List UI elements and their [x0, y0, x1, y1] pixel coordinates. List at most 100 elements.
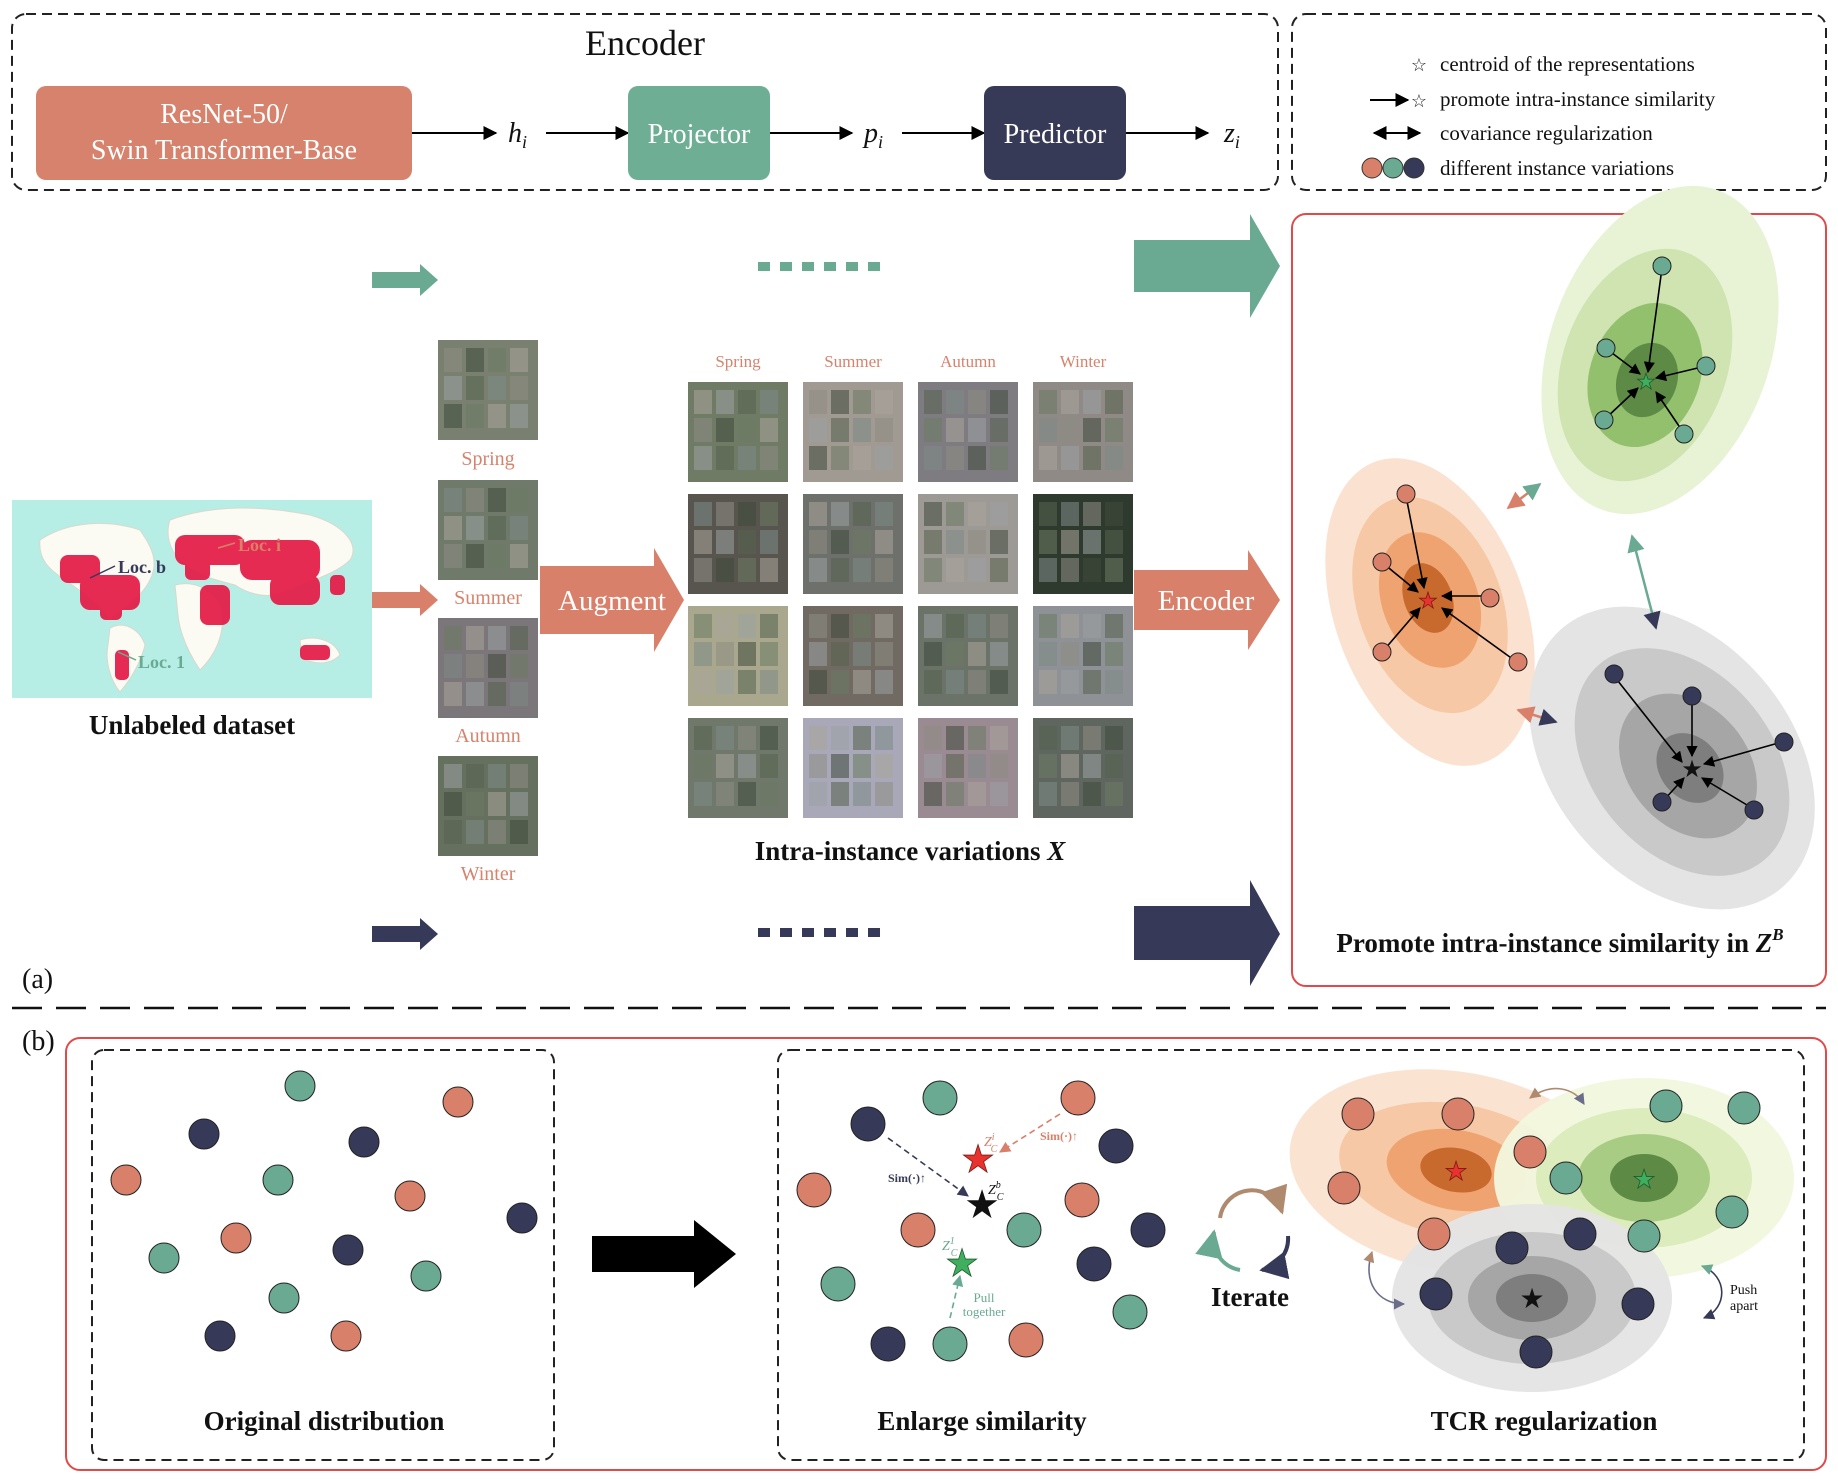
instance-dot	[1341, 1097, 1375, 1131]
variation-tile-r4-c3	[918, 718, 1018, 818]
instance-dot	[1513, 1135, 1547, 1169]
variation-tile-r2-c3	[918, 494, 1018, 594]
backbone-line1: ResNet-50/	[160, 99, 288, 130]
legend-dot-teal	[1382, 157, 1404, 179]
iterate-label: Iterate	[1211, 1282, 1289, 1312]
navy-ellipsis	[758, 928, 880, 937]
instance-dot	[1006, 1212, 1042, 1248]
map-label-loc-1: Loc. 1	[138, 652, 185, 672]
instance-dot	[932, 1326, 968, 1362]
variation-tile-r3-c4	[1033, 606, 1133, 706]
grid-caption: Intra-instance variations X	[755, 836, 1067, 866]
tcr-arrow-top	[1529, 1087, 1585, 1105]
navy-big-arrow	[1134, 880, 1280, 986]
instance-dot	[410, 1260, 442, 1292]
pull-label-line2: together	[963, 1304, 1006, 1319]
h-label: hi	[508, 118, 527, 152]
season-thumbnail-winter	[438, 756, 538, 856]
instance-dot	[870, 1326, 906, 1362]
instance-dot	[1417, 1217, 1451, 1251]
tcr-cluster-navy: ★	[1392, 1204, 1672, 1392]
encoder-arrow-label: Encoder	[1158, 585, 1255, 617]
instance-dot	[1112, 1294, 1148, 1330]
variation-tile-r2-c2	[803, 494, 903, 594]
variation-tile-r1-c2	[803, 382, 903, 482]
centroid-star-icon-orange: ★	[1418, 588, 1438, 613]
instance-dot	[1008, 1322, 1044, 1358]
variation-tile-r1-c3	[918, 382, 1018, 482]
instance-dot	[284, 1070, 316, 1102]
instance-dot	[1519, 1335, 1553, 1369]
transition-arrow	[592, 1220, 736, 1288]
instance-dot	[348, 1126, 380, 1158]
iterate-cycle-icon	[1195, 1183, 1291, 1280]
instance-dot	[1495, 1231, 1529, 1265]
pull-arrow-teal	[949, 1274, 964, 1319]
panel-b-label: (b)	[22, 1026, 55, 1057]
variation-tile-r3-c1	[688, 606, 788, 706]
variation-tile-r2-c1	[688, 494, 788, 594]
legend-panel: ☆ centroid of the representations ☆ prom…	[1291, 13, 1827, 191]
tcr-caption: TCR regularization	[1431, 1406, 1658, 1436]
instance-dot	[850, 1106, 886, 1142]
tcr-star-icon-orange: ★	[1444, 1157, 1467, 1186]
result-panel	[1291, 213, 1827, 987]
instance-dot	[188, 1118, 220, 1150]
dataset-caption: Unlabeled dataset	[89, 710, 295, 740]
instance-dot	[220, 1222, 252, 1254]
predictor-label: Predictor	[1004, 119, 1107, 150]
season-label-spring: Spring	[461, 448, 514, 470]
original-box	[91, 1049, 555, 1461]
instance-dot	[332, 1234, 364, 1266]
grid-header-spring: Spring	[715, 352, 761, 371]
encoder-panel: Encoder ResNet-50/ Swin Transformer-Base…	[11, 13, 1279, 191]
panel-a-label: (a)	[22, 964, 53, 995]
augment-arrow: Augment	[540, 548, 684, 652]
encoder-arrow: Encoder	[1134, 550, 1280, 650]
original-caption: Original distribution	[204, 1406, 445, 1436]
cluster-orange: ★	[1325, 458, 1535, 766]
instance-dot	[148, 1242, 180, 1274]
cov-arrow-orange-navy	[1516, 706, 1558, 726]
pull-label-line1: Pull	[974, 1290, 995, 1305]
season-thumbnail-spring	[438, 340, 538, 440]
legend-item-centroid: centroid of the representations	[1440, 52, 1695, 76]
cluster-navy: ★	[1529, 606, 1815, 910]
season-thumbnail-summer	[438, 480, 538, 580]
instance-dot	[1441, 1097, 1475, 1131]
cov-arrow-teal-navy	[1627, 534, 1661, 630]
season-label-winter: Winter	[461, 863, 516, 885]
instance-dot	[1627, 1219, 1661, 1253]
instance-dot	[1649, 1089, 1683, 1123]
backbone-line2: Swin Transformer-Base	[91, 135, 357, 166]
panel-a: Loc. i Loc. b Loc. 1 Unlabeled dataset S…	[12, 185, 1827, 995]
instance-dot	[394, 1180, 426, 1212]
legend-star-small-icon: ☆	[1411, 91, 1427, 111]
legend-dot-orange	[1361, 157, 1383, 179]
map-sample-points	[60, 535, 345, 680]
map-label-loc-b: Loc. b	[118, 557, 166, 577]
instance-dot	[442, 1086, 474, 1118]
instance-dot	[1098, 1128, 1134, 1164]
instance-dot	[1060, 1080, 1096, 1116]
instance-dot	[1130, 1212, 1166, 1248]
enlarge-caption: Enlarge similarity	[877, 1406, 1087, 1436]
augment-label: Augment	[558, 585, 666, 617]
instance-dot	[900, 1212, 936, 1248]
variation-tile-r1-c4	[1033, 382, 1133, 482]
instance-dot	[268, 1282, 300, 1314]
variation-tile-r3-c3	[918, 606, 1018, 706]
instance-dot	[1727, 1091, 1761, 1125]
variation-tile-r4-c1	[688, 718, 788, 818]
sim-label-right: Sim(·)↑	[1040, 1129, 1078, 1143]
star-icon-zc-i: ★	[961, 1139, 995, 1181]
z-label: zi	[1223, 118, 1240, 152]
enlarge-dots	[796, 1080, 1166, 1362]
instance-dot	[796, 1172, 832, 1208]
sim-arrow-navy	[887, 1137, 969, 1197]
navy-small-arrow	[372, 918, 438, 950]
